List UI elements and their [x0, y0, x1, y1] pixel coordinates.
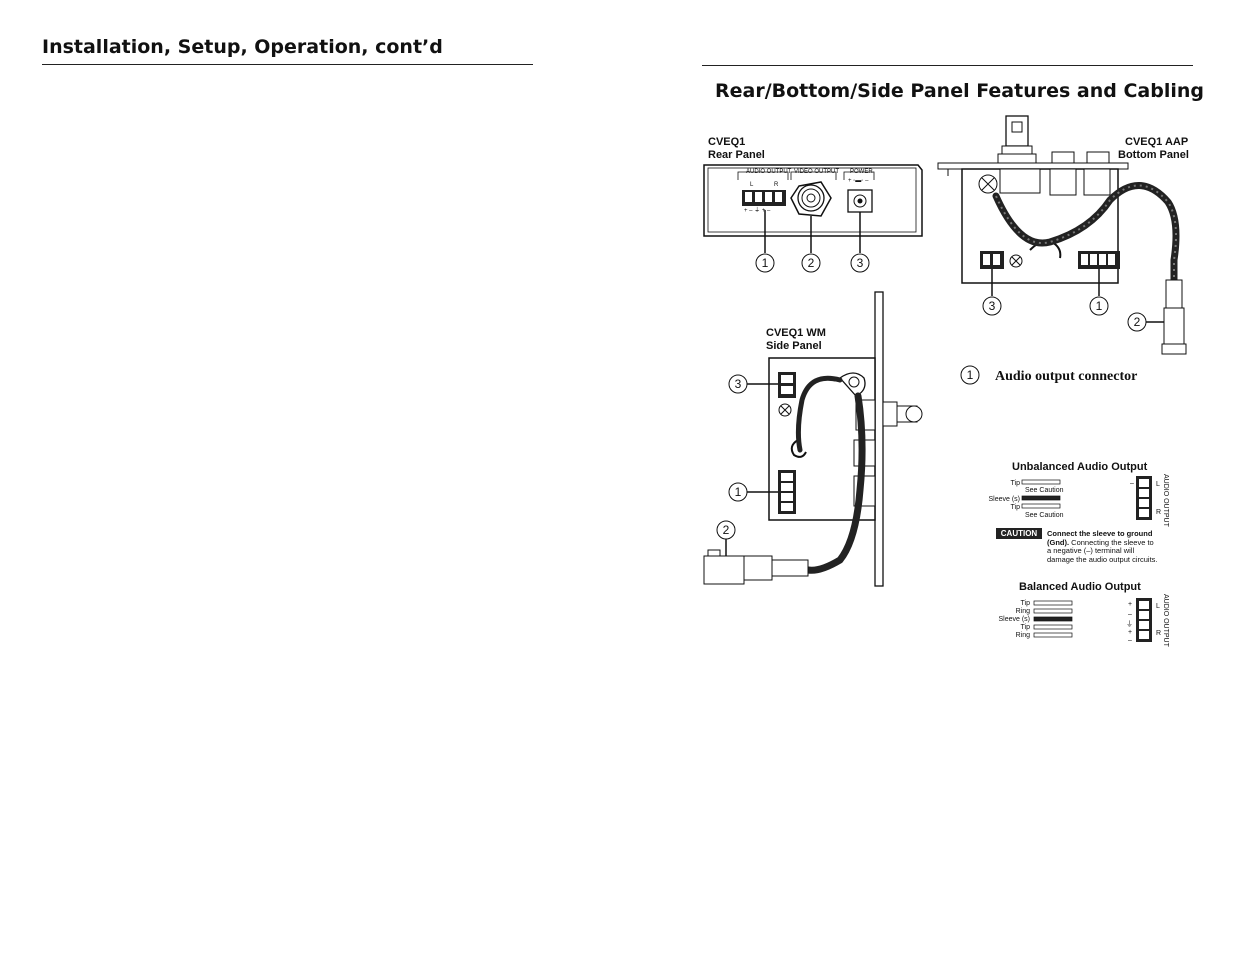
svg-text:2: 2 — [723, 523, 730, 537]
rear-callout-1 — [755, 253, 775, 273]
bottom-callout-3 — [982, 296, 1002, 316]
svg-text:–: – — [1128, 611, 1132, 618]
rear-callout-2 — [801, 253, 821, 273]
svg-text:Sleeve (s): Sleeve (s) — [998, 616, 1030, 623]
svg-text:Tip: Tip — [1021, 600, 1031, 607]
svg-text:⏚: ⏚ — [1126, 620, 1133, 628]
svg-text:damage the audio output circui: damage the audio output circuits. — [1047, 555, 1158, 564]
svg-text:2: 2 — [808, 256, 815, 270]
bottom-panel-label-line2: Bottom Panel — [1118, 149, 1189, 161]
side-panel-figure: CVEQ1 WM Side Panel — [703, 291, 923, 587]
svg-text:R: R — [1156, 630, 1161, 637]
svg-text:Connect the sleeve to ground: Connect the sleeve to ground — [1047, 529, 1153, 538]
bottom-panel-label-line1: CVEQ1 AAP — [1125, 136, 1188, 148]
bottom-panel-figure: CVEQ1 AAP Bottom Panel — [937, 115, 1189, 355]
svg-text:a negative (–) terminal will: a negative (–) terminal will — [1047, 546, 1134, 555]
balanced-title: Balanced Audio Output — [1019, 581, 1141, 593]
svg-text:1: 1 — [1096, 299, 1103, 313]
balanced-terminal-block — [1136, 598, 1152, 642]
svg-text:CAUTION: CAUTION — [1001, 529, 1038, 538]
bottom-callout-2 — [1127, 312, 1147, 332]
side-callout-3 — [728, 374, 748, 394]
svg-text:1: 1 — [762, 256, 769, 270]
svg-text:See Caution: See Caution — [1025, 512, 1064, 519]
caution-note: CAUTION Connect the sleeve to ground (Gn… — [996, 528, 1158, 564]
caution-badge — [996, 528, 1042, 539]
svg-text:+: + — [1128, 629, 1132, 636]
rear-audio-connector — [742, 190, 786, 206]
bottom-bnc-connector — [997, 115, 1037, 164]
svg-text:+: + — [1128, 601, 1132, 608]
bottom-power-terminal — [980, 251, 1004, 269]
svg-text:+ ◦▬◦ –: + ◦▬◦ – — [848, 178, 869, 184]
rear-panel-label-line1: CVEQ1 — [708, 136, 745, 148]
svg-text:Tip: Tip — [1011, 480, 1021, 487]
bottom-callout-1 — [1089, 296, 1109, 316]
svg-text:R: R — [1156, 509, 1161, 516]
bottom-audio-terminal — [1078, 251, 1120, 269]
svg-text:Sleeve (s): Sleeve (s) — [988, 496, 1020, 503]
svg-text:L: L — [1156, 603, 1160, 610]
svg-text:See Caution: See Caution — [1025, 487, 1064, 494]
balanced-vertical-label: AUDIO OUTPUT — [1162, 594, 1169, 648]
side-bnc-connector — [882, 401, 923, 427]
side-callout-2 — [716, 520, 736, 540]
side-callout-1 — [728, 482, 748, 502]
svg-text:(Gnd). Connecting the sleeve t: (Gnd). Connecting the sleeve to — [1047, 538, 1154, 547]
side-cable-bnc-end — [703, 549, 809, 585]
svg-text:Ring: Ring — [1016, 608, 1031, 615]
rear-r-label: R — [774, 182, 779, 188]
svg-text:1: 1 — [967, 368, 974, 382]
svg-text:3: 3 — [857, 256, 864, 270]
rear-power-label: POWER — [850, 169, 873, 175]
svg-text:Ring: Ring — [1016, 632, 1031, 639]
svg-text:–: – — [1128, 637, 1132, 644]
rear-panel-figure: CVEQ1 Rear Panel AUDIO OUTPUT L R + – ⏚ … — [703, 136, 923, 273]
unbalanced-wiring-figure: Unbalanced Audio Output Tip See Caution … — [988, 461, 1169, 528]
side-panel-label-line2: Side Panel — [766, 340, 822, 352]
right-page-title: Rear/Bottom/Side Panel Features and Cabl… — [715, 80, 1204, 102]
left-page-title: Installation, Setup, Operation, cont’d — [42, 36, 533, 65]
unbalanced-terminal-block — [1136, 476, 1152, 520]
rear-audio-output-label: AUDIO OUTPUT — [746, 169, 792, 175]
unbalanced-vertical-label: AUDIO OUTPUT — [1162, 474, 1169, 528]
svg-text:3: 3 — [989, 299, 996, 313]
panel-features-diagram: CVEQ1 Rear Panel AUDIO OUTPUT L R + – ⏚ … — [703, 115, 1189, 648]
rear-panel-label-line2: Rear Panel — [708, 149, 765, 161]
rear-bnc-connector — [790, 181, 832, 217]
legend-label: Audio output connector — [995, 369, 1137, 384]
svg-text:Tip: Tip — [1011, 504, 1021, 511]
svg-text:2: 2 — [1134, 315, 1141, 329]
rear-l-label: L — [750, 182, 754, 188]
side-audio-terminal — [778, 470, 796, 514]
legend-item-audio-output: 1 Audio output connector — [960, 365, 1137, 385]
svg-text:Tip: Tip — [1021, 624, 1031, 631]
left-page-header: Installation, Setup, Operation, cont’d — [42, 36, 533, 65]
bottom-cable-bnc-end — [1161, 279, 1187, 355]
svg-text:–: – — [1130, 480, 1134, 487]
svg-text:3: 3 — [735, 377, 742, 391]
svg-text:+ – ⏚ + –: + – ⏚ + – — [744, 207, 771, 214]
right-page-rule — [702, 65, 1193, 66]
balanced-wiring-figure: Balanced Audio Output Tip Ring Sleeve (s… — [998, 581, 1169, 648]
svg-text:L: L — [1156, 481, 1160, 488]
svg-text:1: 1 — [735, 485, 742, 499]
unbalanced-title: Unbalanced Audio Output — [1012, 461, 1148, 473]
rear-video-output-label: VIDEO OUTPUT — [794, 169, 839, 175]
side-power-terminal — [778, 372, 796, 398]
rear-power-jack — [847, 189, 873, 213]
rear-callout-3 — [850, 253, 870, 273]
legend-callout-1 — [960, 365, 980, 385]
side-panel-label-line1: CVEQ1 WM — [766, 327, 826, 339]
